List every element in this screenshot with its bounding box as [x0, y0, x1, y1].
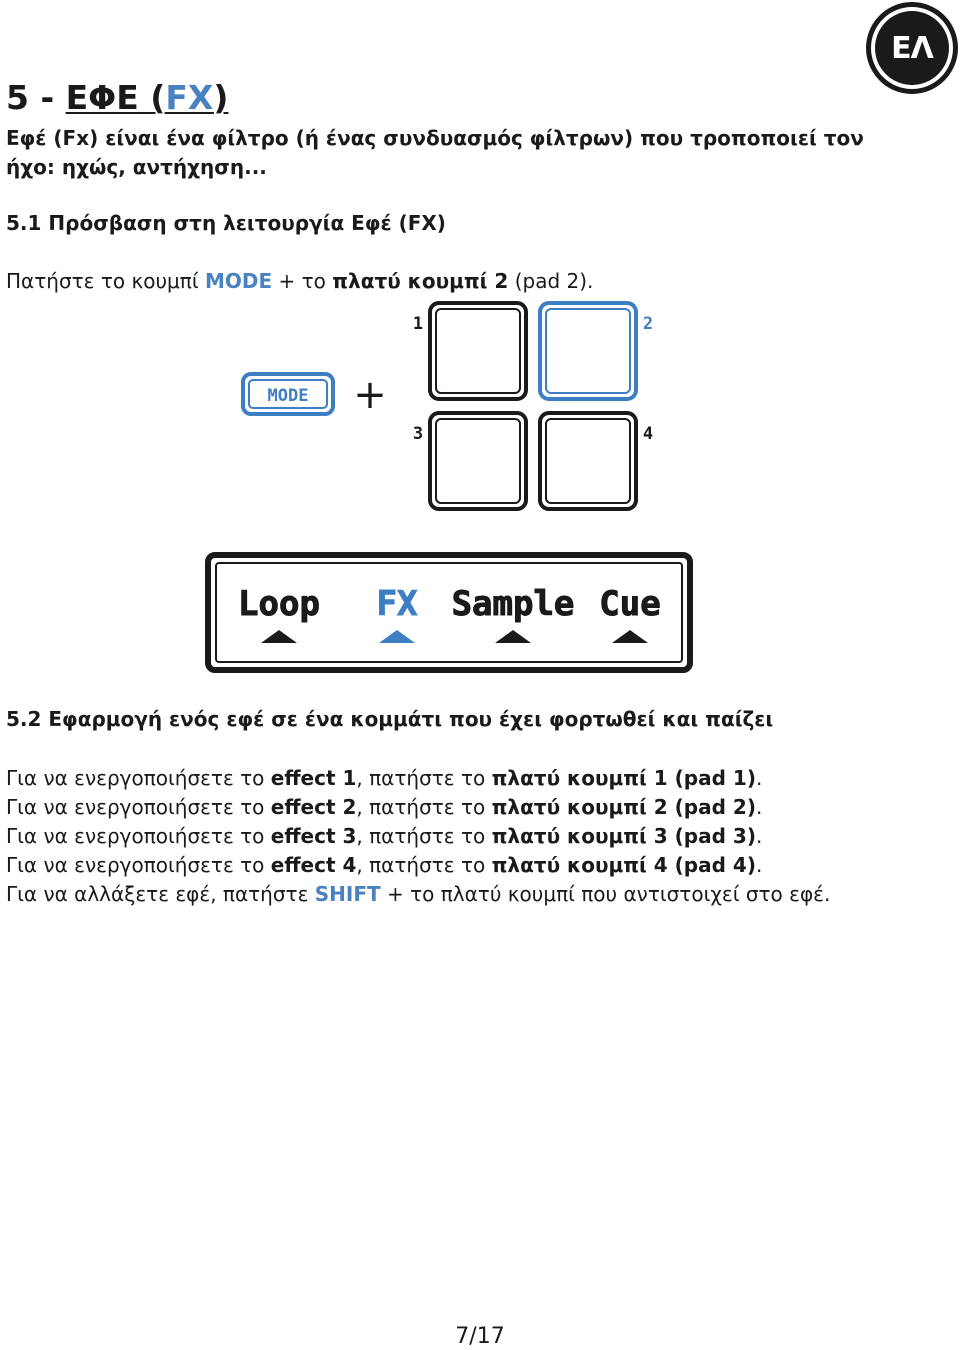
shift-instruction: Για να αλλάξετε εφέ, πατήστε SHIFT + το … [6, 882, 831, 906]
page-number: 7/17 [455, 1324, 505, 1349]
mode-display: Loop FX Sample Cue [205, 552, 693, 673]
display-mode-label: Sample [452, 584, 575, 624]
pad-4-inner [545, 418, 631, 504]
effect-instructions: Για να ενεργοποιήσετε το effect 1, πατήσ… [6, 764, 830, 909]
pad-1: 1 [413, 301, 528, 401]
pad-3-inner [435, 418, 521, 504]
display-mode-label: Loop [238, 584, 320, 624]
section-title-underlined: ΕΦΕ (FX) [65, 78, 229, 117]
pad-3-number: 3 [413, 424, 423, 444]
effect-instruction-4: Για να ενεργοποιήσετε το effect 4, πατήσ… [6, 853, 763, 877]
display-mode-cue: Cue [599, 584, 661, 643]
pad-grid: 1 2 3 4 [413, 301, 653, 511]
display-mode-indicator [495, 630, 531, 643]
display-mode-fx: FX [376, 584, 418, 643]
display-mode-indicator [261, 630, 297, 643]
language-badge-label: ΕΛ [875, 11, 949, 85]
pad-4: 4 [538, 411, 653, 511]
controller-diagram: MODE + 1 2 3 4 Loop FX Sample Cue [205, 301, 693, 673]
display-mode-label: Cue [599, 584, 660, 624]
mode-keyword: MODE [204, 269, 273, 293]
section-title-fx: FX [165, 78, 214, 117]
pad-1-inner [435, 308, 521, 394]
display-mode-sample: Sample [451, 584, 575, 643]
pad-2-inner [545, 308, 631, 394]
pad-1-outline [428, 301, 528, 401]
pad-4-number: 4 [643, 424, 653, 444]
subsection-heading-5-1: 5.1 Πρόσβαση στη λειτουργία Εφέ (FX) [6, 211, 446, 235]
pad-3: 3 [413, 411, 528, 511]
display-mode-loop: Loop [238, 584, 320, 643]
subsection-heading-5-2: 5.2 Εφαρμογή ενός εφέ σε ένα κομμάτι που… [6, 707, 774, 731]
effect-instruction-1: Για να ενεργοποιήσετε το effect 1, πατήσ… [6, 766, 763, 790]
mode-button-illustration: MODE [241, 372, 335, 416]
pad-2-keyword: πλατύ κουμπί 2 [332, 269, 509, 293]
display-mode-indicator [379, 630, 415, 643]
section-title: 5 - ΕΦΕ (FX) [6, 78, 228, 117]
shift-keyword: SHIFT [314, 882, 381, 906]
language-badge: ΕΛ [866, 2, 958, 94]
pad-3-outline [428, 411, 528, 511]
plus-sign: + [353, 372, 387, 418]
display-mode-indicator [612, 630, 648, 643]
display-mode-label: FX [377, 584, 418, 624]
pad-2: 2 [538, 301, 653, 401]
mode-step-instruction: Πατήστε το κουμπί MODE + το πλατύ κουμπί… [6, 269, 594, 293]
pad-2-number: 2 [643, 314, 653, 334]
section-number: 5 - [6, 78, 66, 117]
pad-4-outline [538, 411, 638, 511]
pad-2-outline [538, 301, 638, 401]
pad-1-number: 1 [413, 314, 423, 334]
mode-button-label: MODE [268, 386, 309, 406]
section-intro: Εφέ (Fx) είναι ένα φίλτρο (ή ένας συνδυα… [6, 126, 864, 179]
effect-instruction-2: Για να ενεργοποιήσετε το effect 2, πατήσ… [6, 795, 763, 819]
effect-instruction-3: Για να ενεργοποιήσετε το effect 3, πατήσ… [6, 824, 763, 848]
